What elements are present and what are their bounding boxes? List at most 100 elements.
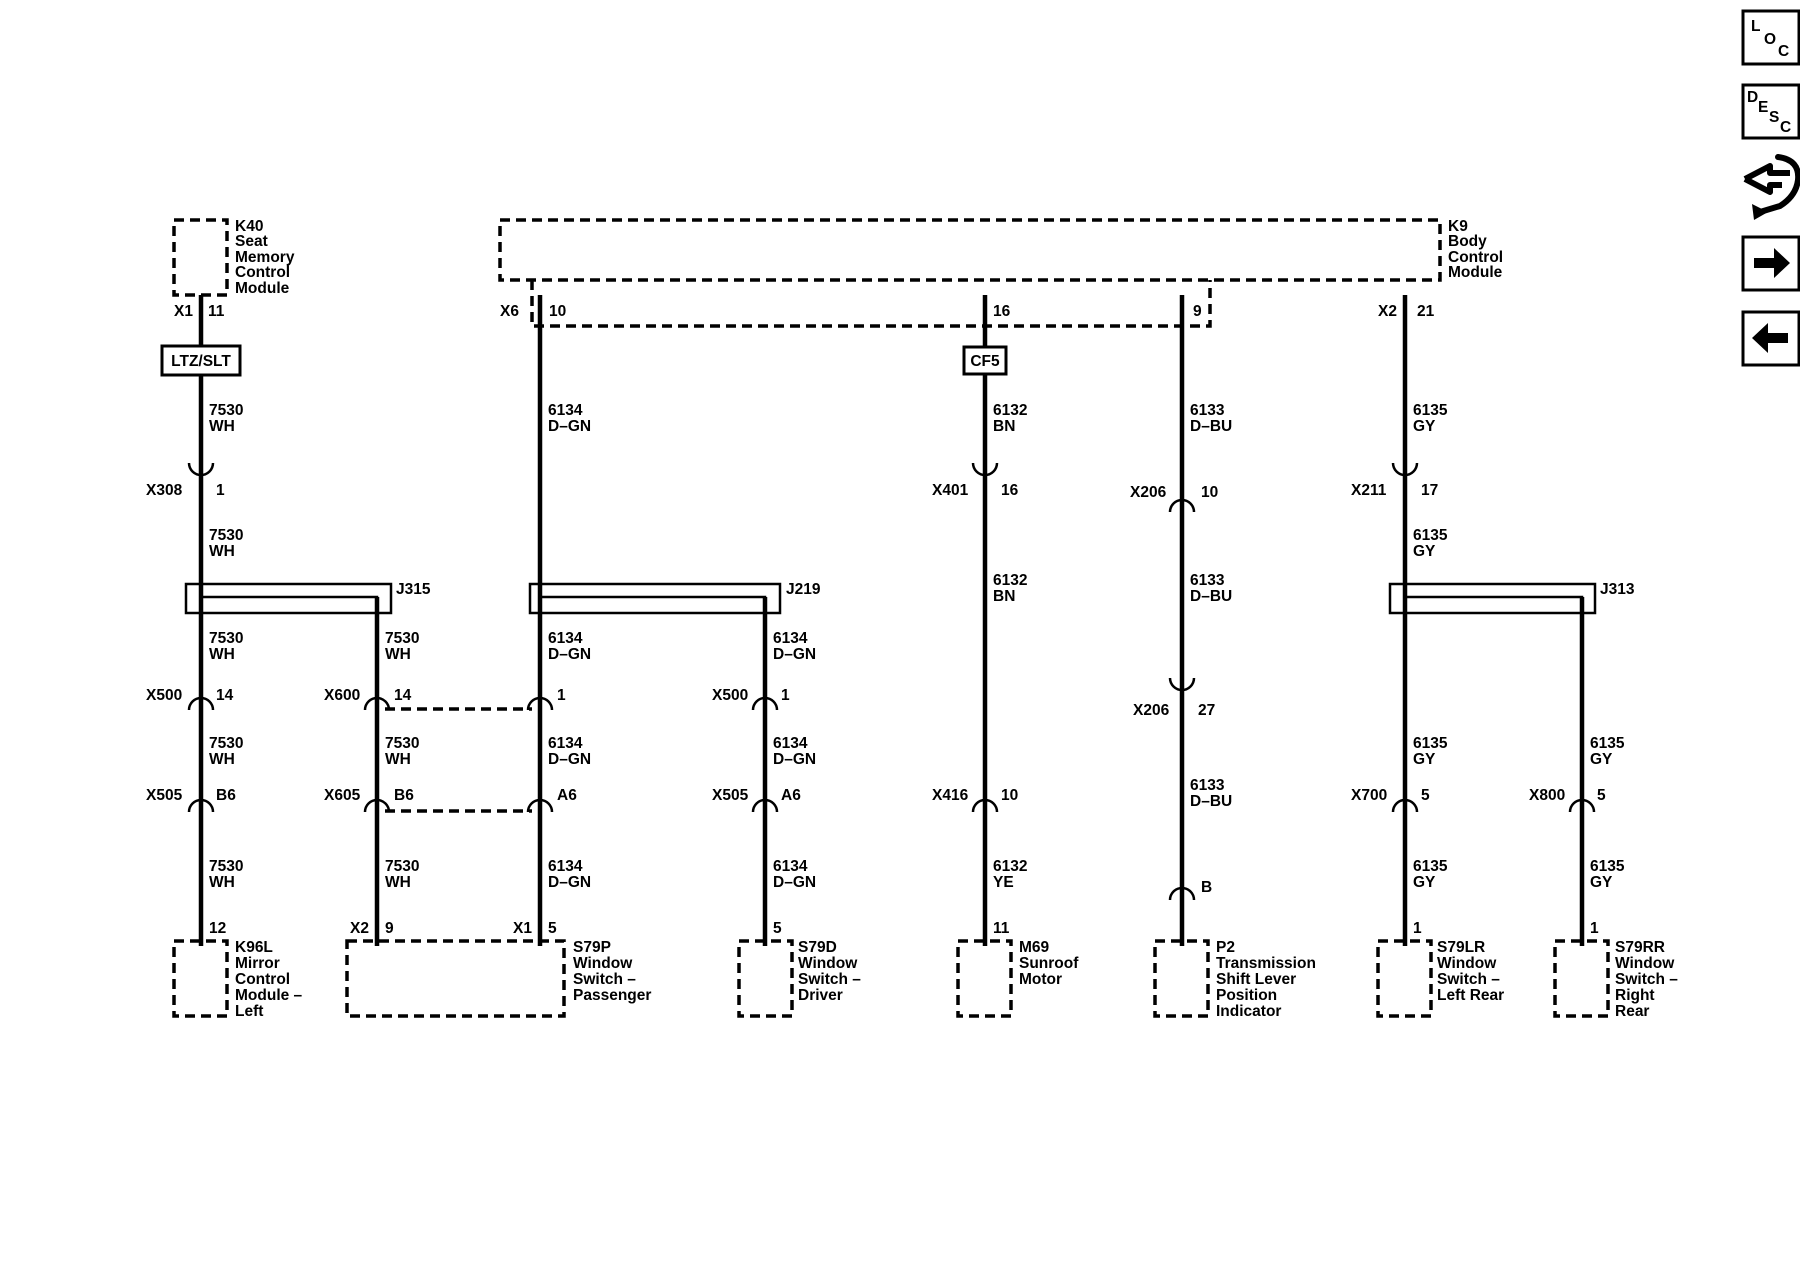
connector-x401-id: X401 bbox=[932, 482, 969, 499]
k9-x6-connector-outline bbox=[530, 280, 1212, 328]
k40-desc-1: Seat bbox=[235, 233, 268, 250]
svg-text:WH: WH bbox=[209, 418, 235, 435]
connector-x605-b6: X605 B6 bbox=[324, 787, 414, 813]
s79lr-pin: 1 bbox=[1413, 920, 1422, 937]
svg-text:6134: 6134 bbox=[773, 735, 808, 752]
connector-x600-14: X600 14 bbox=[324, 687, 412, 711]
component-k40: K40 Seat Memory Control Module bbox=[172, 218, 295, 297]
connector-x308-id: X308 bbox=[146, 482, 183, 499]
connector-x211: X206 27 bbox=[1133, 677, 1215, 719]
splice-j219: J219 bbox=[528, 581, 821, 615]
svg-text:WH: WH bbox=[209, 751, 235, 768]
repair-procedure-button[interactable] bbox=[1743, 154, 1800, 220]
svg-text:Switch –: Switch – bbox=[1615, 971, 1678, 988]
splice-j315-label: J315 bbox=[396, 581, 431, 598]
connector-x505-b6-id: X505 bbox=[146, 787, 183, 804]
connector-x605-b6-id: X605 bbox=[324, 787, 361, 804]
connector-x600-14-id: X600 bbox=[324, 687, 360, 704]
svg-text:Switch –: Switch – bbox=[573, 971, 636, 988]
svg-text:Window: Window bbox=[798, 955, 858, 972]
connector-x600-1-pin: 1 bbox=[557, 687, 566, 704]
connector-x700: X700 5 bbox=[1351, 787, 1430, 813]
option-ltz-slt-label: LTZ/SLT bbox=[171, 353, 231, 370]
connector-x206-29-id: X211 bbox=[1351, 482, 1387, 499]
svg-text:6134: 6134 bbox=[548, 630, 583, 647]
svg-text:6135: 6135 bbox=[1413, 858, 1448, 875]
svg-text:Position: Position bbox=[1216, 987, 1277, 1004]
connector-x505-b6: X505 B6 bbox=[146, 787, 236, 813]
svg-text:7530: 7530 bbox=[385, 630, 419, 647]
connector-x605-a6: A6 bbox=[526, 787, 577, 813]
svg-text:Mirror: Mirror bbox=[235, 955, 280, 972]
svg-text:D–BU: D–BU bbox=[1190, 588, 1232, 605]
svg-text:Sunroof: Sunroof bbox=[1019, 955, 1079, 972]
connector-x416-id: X416 bbox=[932, 787, 969, 804]
loc-letter-c: C bbox=[1778, 43, 1789, 60]
location-button[interactable]: L O C bbox=[1741, 9, 1800, 66]
next-page-button[interactable] bbox=[1741, 235, 1800, 292]
svg-text:Control: Control bbox=[235, 971, 290, 988]
s79p-x2-connector: X2 bbox=[350, 920, 369, 937]
connector-x206-29-pin: 17 bbox=[1421, 482, 1438, 499]
component-m69: M69 Sunroof Motor bbox=[956, 939, 1079, 1018]
connector-x500-14-pin: 14 bbox=[216, 687, 234, 704]
s79rr-ref: S79RR bbox=[1615, 939, 1665, 956]
connector-p2-b-pin: B bbox=[1201, 879, 1212, 896]
option-cf5-label: CF5 bbox=[970, 353, 1000, 370]
svg-text:GY: GY bbox=[1413, 751, 1436, 768]
desc-letter-c: C bbox=[1780, 119, 1791, 136]
svg-text:Window: Window bbox=[1615, 955, 1675, 972]
k40-desc-4: Module bbox=[235, 280, 290, 297]
svg-text:7530: 7530 bbox=[209, 402, 243, 419]
p2-ref: P2 bbox=[1216, 939, 1235, 956]
svg-text:D–GN: D–GN bbox=[548, 874, 591, 891]
connector-x605-b6-pin: B6 bbox=[394, 787, 414, 804]
svg-text:D–GN: D–GN bbox=[548, 418, 591, 435]
svg-text:6134: 6134 bbox=[773, 630, 808, 647]
k9-x2-pin: 21 bbox=[1417, 303, 1435, 320]
connector-x416-pin: 10 bbox=[1001, 787, 1018, 804]
connector-x500-14: X500 14 bbox=[146, 687, 234, 711]
connector-x206-27-id: X206 bbox=[1130, 484, 1167, 501]
loc-letter-o: O bbox=[1764, 31, 1776, 48]
splice-j313: J313 bbox=[1388, 581, 1635, 615]
svg-text:6135: 6135 bbox=[1590, 735, 1625, 752]
connector-p2-b: B bbox=[1168, 879, 1212, 901]
component-s79p: S79P Window Switch – Passenger bbox=[345, 939, 651, 1018]
previous-page-button[interactable] bbox=[1741, 310, 1800, 367]
s79lr-ref: S79LR bbox=[1437, 939, 1485, 956]
svg-text:D–GN: D–GN bbox=[773, 751, 816, 768]
splice-j313-label: J313 bbox=[1600, 581, 1635, 598]
splice-j315: J315 bbox=[184, 581, 431, 615]
svg-text:6134: 6134 bbox=[548, 858, 583, 875]
svg-text:Switch –: Switch – bbox=[1437, 971, 1500, 988]
k40-pin: 11 bbox=[208, 303, 225, 320]
svg-text:D–GN: D–GN bbox=[773, 646, 816, 663]
option-cf5: CF5 bbox=[962, 345, 1008, 376]
k9-x6-connector: X6 bbox=[500, 303, 519, 320]
connector-x416: X416 10 bbox=[932, 787, 1018, 813]
svg-text:6133: 6133 bbox=[1190, 572, 1225, 589]
svg-text:WH: WH bbox=[385, 874, 411, 891]
svg-text:Window: Window bbox=[573, 955, 633, 972]
svg-text:Right: Right bbox=[1615, 987, 1655, 1004]
connector-x206-27-pin: 10 bbox=[1201, 484, 1218, 501]
splice-j219-label: J219 bbox=[786, 581, 821, 598]
description-button[interactable]: D E S C bbox=[1741, 83, 1800, 140]
connector-x800-pin: 5 bbox=[1597, 787, 1606, 804]
svg-text:Switch –: Switch – bbox=[798, 971, 861, 988]
connector-x401: X401 16 bbox=[932, 462, 1019, 499]
desc-letter-d: D bbox=[1747, 89, 1758, 106]
svg-text:7530: 7530 bbox=[385, 858, 419, 875]
option-ltz-slt: LTZ/SLT bbox=[160, 344, 242, 377]
connector-x308-pin: 1 bbox=[216, 482, 225, 499]
svg-text:6133: 6133 bbox=[1190, 777, 1225, 794]
connector-x206-27: X206 10 bbox=[1130, 484, 1218, 513]
connector-x206-29: X211 17 bbox=[1351, 462, 1438, 499]
k9-pin-16: 16 bbox=[993, 303, 1011, 320]
svg-text:GY: GY bbox=[1590, 874, 1613, 891]
arrow-left-icon bbox=[1752, 323, 1788, 353]
connector-x700-id: X700 bbox=[1351, 787, 1387, 804]
svg-text:BN: BN bbox=[993, 418, 1015, 435]
